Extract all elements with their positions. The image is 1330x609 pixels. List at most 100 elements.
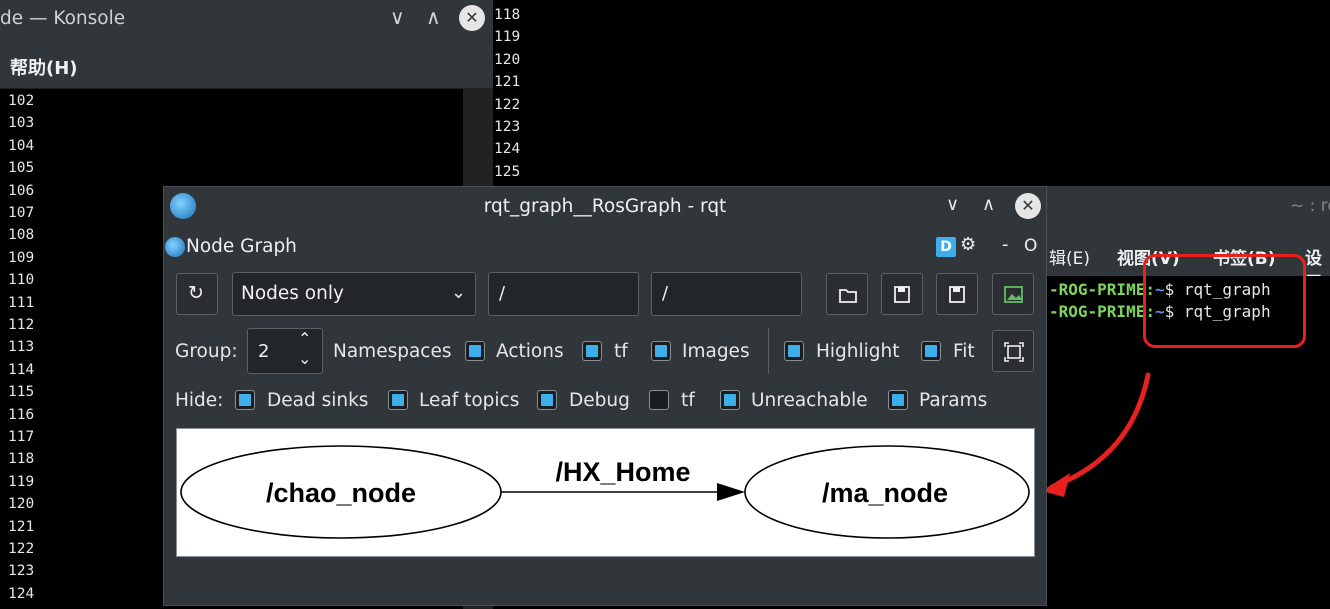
save-icon bbox=[894, 286, 910, 303]
save-dot-button[interactable] bbox=[881, 273, 923, 315]
left-konsole-titlebar[interactable]: de — Konsole ∨ ∧ ✕ bbox=[0, 0, 493, 40]
hide-tf-label: tf bbox=[681, 390, 695, 411]
hide-plugin-button[interactable]: - bbox=[1002, 234, 1009, 255]
group-value: 2 bbox=[258, 341, 270, 362]
terminal-line: 123 bbox=[8, 563, 35, 580]
right-konsole-menubar: 辑(E) 视图(V) 书签(B) 设置 bbox=[1047, 230, 1330, 294]
terminal-line: 116 bbox=[8, 406, 35, 423]
graph-edge-arrowhead bbox=[717, 483, 745, 501]
image-icon bbox=[1004, 286, 1023, 303]
right-konsole-titlebar[interactable]: ~ : ro bbox=[1047, 186, 1330, 230]
terminal-line: 114 bbox=[8, 361, 35, 378]
group-spinbox[interactable]: 2 ⌃ ⌄ bbox=[247, 328, 323, 374]
minimize-icon[interactable]: ∨ bbox=[390, 5, 405, 29]
globe-icon bbox=[170, 193, 196, 219]
terminal-line: 115 bbox=[8, 384, 35, 401]
fit-in-view-button[interactable] bbox=[992, 330, 1034, 372]
terminal-line: 112 bbox=[8, 317, 35, 333]
terminal-line: -ROG-PRIME:~$ rqt_graph bbox=[1049, 280, 1271, 299]
hide-unreachable-label: Unreachable bbox=[751, 390, 868, 411]
minimize-icon[interactable]: ∨ bbox=[946, 194, 960, 215]
terminal-line: 119 bbox=[8, 473, 35, 490]
terminal-line: 103 bbox=[8, 115, 35, 132]
hide-leaf-topics-label: Leaf topics bbox=[419, 390, 520, 411]
mode-select[interactable]: Nodes only ⌄ bbox=[232, 272, 476, 316]
hide-unreachable-checkbox[interactable] bbox=[720, 390, 740, 410]
close-icon[interactable]: ✕ bbox=[1015, 193, 1041, 219]
hide-dead-sinks-checkbox[interactable] bbox=[235, 390, 255, 410]
chevron-down-icon[interactable]: ⌄ bbox=[298, 349, 312, 368]
fit-view-icon bbox=[1004, 342, 1024, 362]
terminal-line: 124 bbox=[8, 585, 35, 602]
terminal-line: 109 bbox=[8, 249, 35, 266]
mode-select-value: Nodes only bbox=[241, 283, 344, 304]
prompt-path: ~ bbox=[1154, 280, 1165, 299]
folder-icon bbox=[839, 289, 857, 303]
topic-filter-input[interactable]: / bbox=[651, 272, 802, 316]
terminal-line: 110 bbox=[8, 272, 35, 289]
hide-debug-checkbox[interactable] bbox=[537, 390, 557, 410]
option-highlight-label: Highlight bbox=[816, 341, 900, 362]
terminal-line: 118 bbox=[8, 451, 35, 468]
topic-filter-value: / bbox=[662, 283, 669, 304]
option-tf-label: tf bbox=[614, 341, 628, 362]
terminal-line: 120 bbox=[494, 51, 521, 68]
hide-params-checkbox[interactable] bbox=[888, 390, 908, 410]
terminal-line: 104 bbox=[8, 137, 35, 154]
annotation-highlight-box bbox=[1143, 254, 1306, 348]
hide-tf-checkbox[interactable] bbox=[649, 390, 669, 410]
option-namespaces-checkbox[interactable] bbox=[465, 341, 485, 361]
terminal-line: 117 bbox=[8, 429, 35, 445]
namespace-filter-input[interactable]: / bbox=[488, 272, 639, 316]
option-images-label: Images bbox=[682, 341, 750, 362]
terminal-line: 125 bbox=[494, 163, 521, 180]
load-dot-button[interactable] bbox=[826, 273, 868, 315]
toolbar-separator bbox=[768, 328, 769, 374]
prompt-path: ~ bbox=[1154, 302, 1165, 321]
maximize-icon[interactable]: ∧ bbox=[982, 194, 996, 215]
option-highlight-checkbox[interactable] bbox=[784, 341, 804, 361]
terminal-line: 102 bbox=[8, 93, 35, 109]
option-tf-checkbox[interactable] bbox=[651, 341, 671, 361]
terminal-line: 119 bbox=[494, 29, 521, 46]
graph-svg: /chao_node /ma_node /HX_Home bbox=[180, 445, 1030, 539]
globe-icon bbox=[165, 237, 185, 257]
close-icon[interactable]: ✕ bbox=[459, 5, 485, 31]
option-fit-checkbox[interactable] bbox=[921, 341, 941, 361]
chevron-up-icon[interactable]: ⌃ bbox=[298, 329, 312, 348]
option-fit-label: Fit bbox=[953, 341, 975, 362]
graph-canvas[interactable]: /chao_node /ma_node /HX_Home bbox=[176, 428, 1035, 557]
right-konsole-terminal[interactable]: -ROG-PRIME:~$ rqt_graph -ROG-PRIME:~$ rq… bbox=[1047, 276, 1330, 609]
hide-debug-label: Debug bbox=[569, 390, 630, 411]
terminal-line: 118 bbox=[494, 7, 521, 23]
save-image-button[interactable] bbox=[992, 273, 1034, 315]
graph-node-ma-label: /ma_node bbox=[822, 478, 948, 508]
terminal-line: 107 bbox=[8, 205, 35, 221]
hide-leaf-topics-checkbox[interactable] bbox=[388, 390, 408, 410]
group-label: Group: bbox=[175, 341, 238, 362]
graph-node-chao-label: /chao_node bbox=[266, 478, 416, 508]
terminal-line: 121 bbox=[494, 74, 521, 91]
refresh-button[interactable]: ↻ bbox=[176, 273, 218, 315]
left-konsole-title: de — Konsole bbox=[0, 8, 126, 29]
menu-edit[interactable]: 辑(E) bbox=[1049, 249, 1091, 269]
menu-help[interactable]: 帮助(H) bbox=[10, 58, 78, 79]
option-actions-checkbox[interactable] bbox=[582, 341, 602, 361]
annotation-arrow-icon bbox=[1042, 372, 1151, 497]
rqt-titlebar[interactable]: rqt_graph__RosGraph - rqt ∨ ∧ ✕ bbox=[163, 186, 1047, 228]
hide-params-label: Params bbox=[919, 390, 988, 411]
left-konsole-menubar: 帮助(H) bbox=[0, 40, 493, 89]
refresh-icon: ↻ bbox=[188, 282, 204, 304]
prompt-host: -ROG-PRIME: bbox=[1049, 302, 1155, 321]
save-svg-button[interactable] bbox=[936, 273, 978, 315]
close-plugin-button[interactable]: O bbox=[1024, 236, 1038, 256]
terminal-line: 120 bbox=[8, 496, 35, 513]
prompt-host: -ROG-PRIME: bbox=[1049, 280, 1155, 299]
terminal-line: 123 bbox=[494, 119, 521, 135]
terminal-line: 121 bbox=[8, 518, 35, 535]
gear-icon[interactable]: ⚙ bbox=[960, 234, 977, 255]
right-konsole-title: ~ : ro bbox=[1290, 196, 1330, 216]
maximize-icon[interactable]: ∧ bbox=[426, 5, 441, 29]
option-namespaces-label: Namespaces bbox=[333, 341, 452, 362]
help-button[interactable]: D bbox=[936, 237, 956, 257]
